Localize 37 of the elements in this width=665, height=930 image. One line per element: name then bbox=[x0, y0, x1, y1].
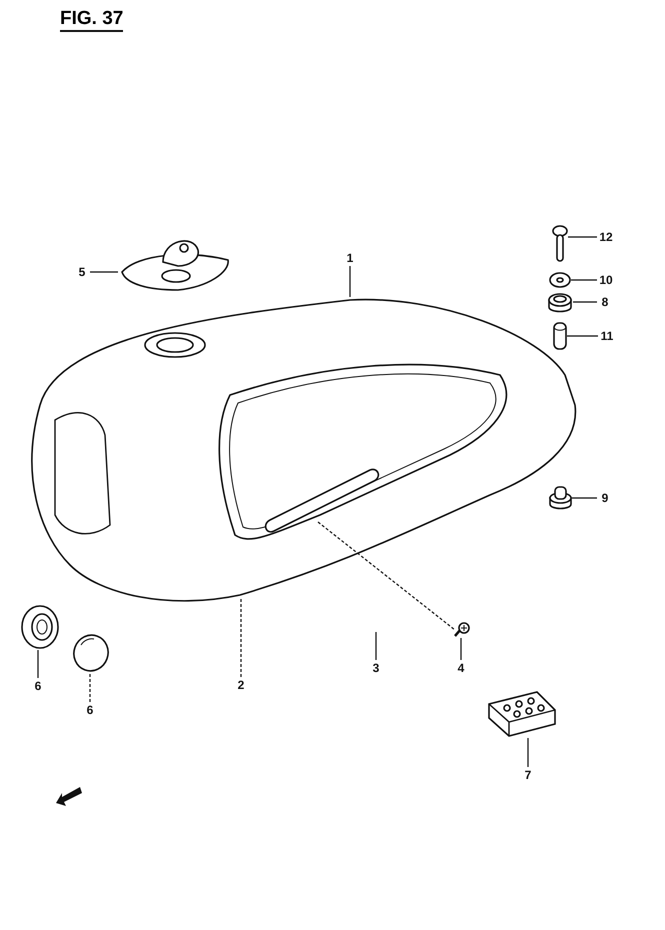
callout-number: 5 bbox=[74, 264, 90, 280]
callout-number: 9 bbox=[597, 490, 613, 506]
screw-drawing bbox=[453, 622, 470, 638]
grommet-drawing bbox=[20, 605, 60, 650]
leader-line bbox=[568, 236, 597, 238]
bolt-drawing bbox=[552, 225, 568, 263]
leader-line bbox=[90, 271, 118, 273]
cushion-drawing bbox=[549, 485, 572, 510]
leader-line bbox=[89, 672, 91, 702]
leader-line bbox=[572, 497, 597, 499]
cushion-drawing bbox=[547, 293, 573, 313]
callout-number: 7 bbox=[520, 767, 536, 783]
leader-line bbox=[240, 598, 242, 677]
leader-line bbox=[527, 738, 529, 767]
callout-number: 8 bbox=[597, 294, 613, 310]
rubber-cap-drawing bbox=[72, 633, 110, 672]
leader-line bbox=[375, 632, 377, 660]
callout-number: 2 bbox=[233, 677, 249, 693]
collar-drawing bbox=[553, 322, 567, 350]
callout-number: 11 bbox=[598, 328, 616, 344]
callout-number: 3 bbox=[368, 660, 384, 676]
leader-line bbox=[567, 335, 598, 337]
rubber-pad-drawing bbox=[487, 690, 557, 738]
leader-line bbox=[37, 650, 39, 678]
callout-number: 6 bbox=[82, 702, 98, 718]
callout-number: 12 bbox=[597, 229, 615, 245]
leader-line bbox=[460, 638, 462, 660]
callout-number: 4 bbox=[453, 660, 469, 676]
callout-number: 10 bbox=[597, 272, 615, 288]
leader-line bbox=[573, 301, 597, 303]
leader-line bbox=[571, 279, 597, 281]
callout-number: 6 bbox=[30, 678, 46, 694]
leader-line bbox=[318, 522, 456, 630]
figure-title: FIG. 37 bbox=[60, 8, 124, 32]
leader-line bbox=[349, 266, 351, 297]
washer-drawing bbox=[549, 271, 571, 289]
callout-number: 1 bbox=[342, 250, 358, 266]
